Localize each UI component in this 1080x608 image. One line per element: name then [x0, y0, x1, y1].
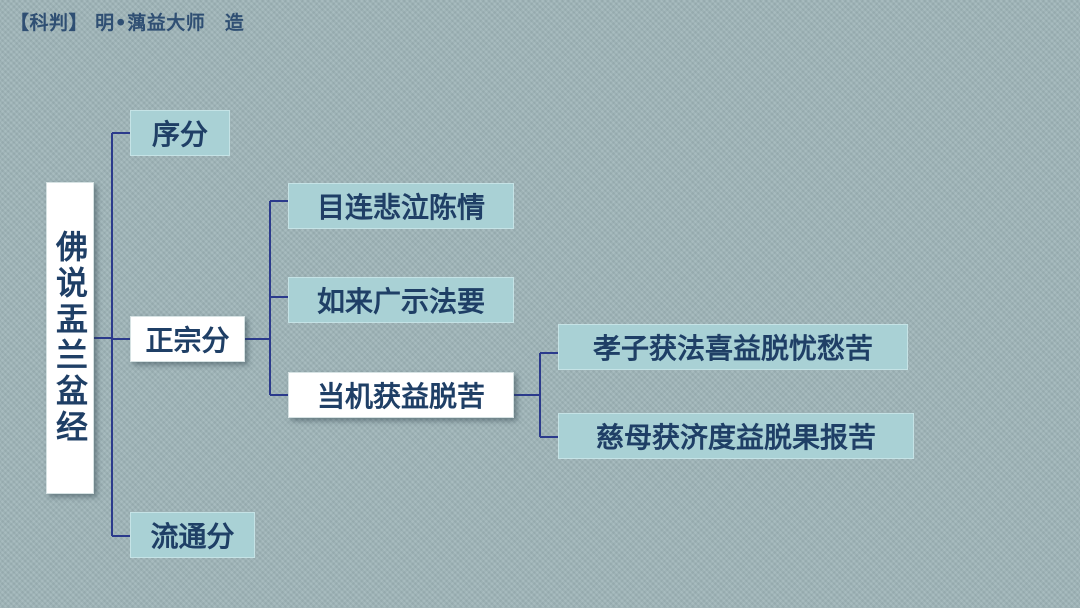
node-dangji: 当机获益脱苦	[288, 372, 514, 418]
node-liutong: 流通分	[130, 512, 255, 558]
node-mulian: 目连悲泣陈情	[288, 183, 514, 229]
node-xiaozi: 孝子获法喜益脱忧愁苦	[558, 324, 908, 370]
node-rulai: 如来广示法要	[288, 277, 514, 323]
page-header: 【科判】 明•蕅益大师 造	[10, 12, 245, 34]
root-node: 佛说盂兰盆经	[46, 182, 94, 494]
node-zhengzong: 正宗分	[130, 316, 245, 362]
node-xufen: 序分	[130, 110, 230, 156]
node-cimu: 慈母获济度益脱果报苦	[558, 413, 914, 459]
